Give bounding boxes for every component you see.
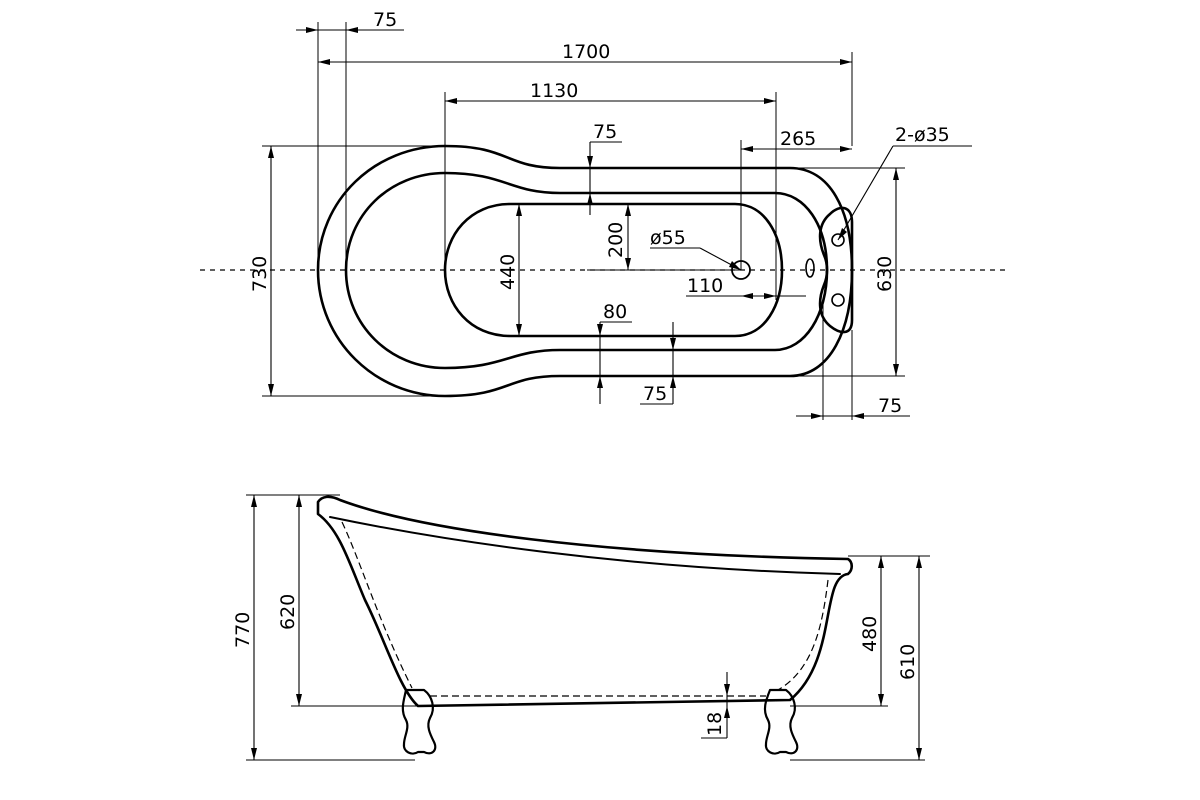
basin-outline [443, 202, 784, 338]
dim-total-height: 770 [232, 612, 254, 648]
overflow-hole-top [831, 233, 845, 247]
tub-body-outline [316, 495, 854, 708]
left-foot [401, 688, 437, 755]
overflow-hole-bottom [831, 293, 845, 307]
dim-basin-half-depth: 200 [605, 222, 627, 258]
overflow-slot [805, 258, 815, 278]
dim-rim-height: 610 [897, 644, 919, 680]
dim-rim-bottom-a: 80 [603, 301, 627, 323]
dim-rim-bottom-b: 75 [643, 383, 667, 405]
dim-head-height: 620 [277, 594, 299, 630]
dim-overall-width: 730 [249, 256, 271, 292]
label-drain-diameter: ø55 [650, 227, 686, 249]
dim-end-wall-left: 75 [373, 9, 397, 31]
dim-drain-offset: 265 [780, 128, 816, 150]
top-view: 75 1700 1130 75 265 2-ø35 200 [200, 9, 1010, 420]
rim-underside [329, 516, 841, 575]
dim-basin-length: 1130 [530, 80, 578, 102]
inner-wall-left [341, 521, 413, 689]
overflow-plate [818, 206, 854, 334]
right-foot [763, 688, 799, 755]
dim-foot-height: 480 [859, 616, 881, 652]
dim-overall-length: 1700 [562, 41, 610, 63]
dim-drain-to-end: 110 [687, 275, 723, 297]
dim-end-wall-right: 75 [878, 395, 902, 417]
inner-wall-right [777, 579, 829, 691]
side-view: 770 620 480 610 18 [232, 494, 930, 761]
dim-basin-width: 440 [497, 254, 519, 290]
dim-floor-clearance: 18 [704, 712, 726, 736]
dim-rim-top: 75 [593, 121, 617, 143]
dim-narrow-width: 630 [874, 256, 896, 292]
label-overflow-holes: 2-ø35 [895, 124, 950, 146]
